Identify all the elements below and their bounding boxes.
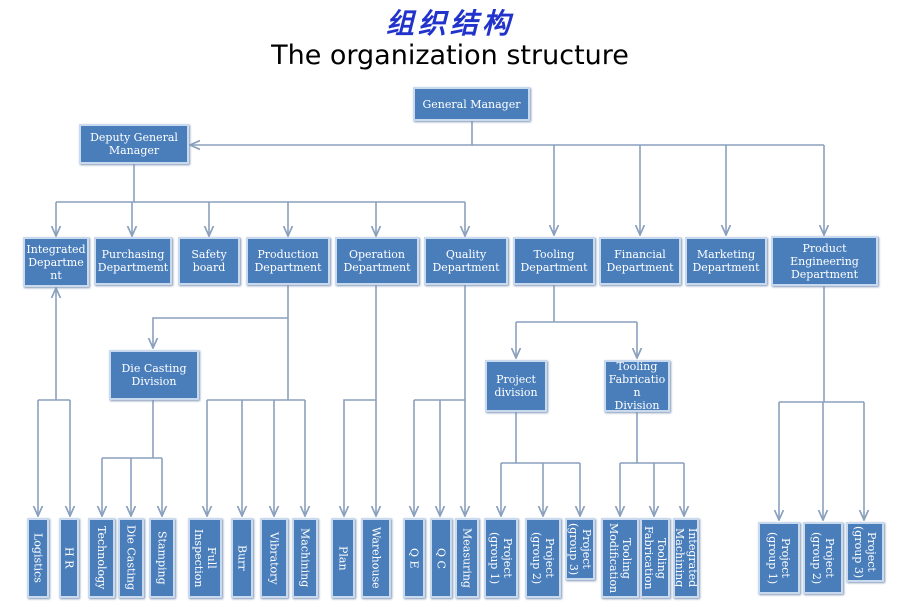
node-project-group-1: Project (group 1) bbox=[484, 518, 518, 598]
chinese-title: 组织结构 bbox=[385, 7, 514, 40]
node-tooling-department: Tooling Department bbox=[513, 237, 595, 285]
node-warehouse: Warehouse bbox=[361, 518, 391, 598]
node-logistics: Logistics bbox=[27, 518, 49, 598]
node-full-inspection: Full Inspection bbox=[188, 518, 222, 598]
node-marketing-department: Marketing Department bbox=[685, 237, 767, 285]
node-general-manager: General Manager bbox=[413, 87, 530, 121]
node-financial-department: Financial Department bbox=[599, 237, 681, 285]
node-plan: Plan bbox=[331, 518, 355, 598]
node-qc: Q C bbox=[430, 518, 452, 598]
node-vibratory: Vibratory bbox=[260, 518, 288, 598]
node-stamping: Stamping bbox=[149, 518, 175, 598]
node-tooling-fabrication: Tooling Fabrication bbox=[640, 518, 670, 598]
node-project-division: Project division bbox=[485, 360, 547, 412]
node-project-group-1-pe: Project (group 1) bbox=[758, 522, 800, 594]
node-technology: Technology bbox=[88, 518, 115, 598]
node-production-department: Production Department bbox=[246, 237, 330, 285]
node-deputy-general-manager: Deputy General Manager bbox=[79, 124, 189, 164]
node-project-group-2: Project (group 2) bbox=[525, 518, 561, 598]
node-tooling-fabrication-division: Tooling Fabricatio n Division bbox=[604, 360, 670, 412]
node-integrated-department: Integrated Departme nt bbox=[23, 237, 89, 287]
node-project-group-3: Project (group 3) bbox=[565, 518, 595, 580]
node-die-casting-division: Die Casting Division bbox=[109, 350, 199, 400]
node-project-group-2-pe: Project (group 2) bbox=[803, 522, 843, 594]
node-integrated-machining: Integrated Machining bbox=[673, 518, 699, 598]
english-title: The organization structure bbox=[271, 40, 629, 71]
node-product-engineering-department: Product Engineering Department bbox=[771, 236, 878, 286]
node-machining: Machining bbox=[292, 518, 318, 598]
node-project-group-3-pe: Project (group 3) bbox=[846, 522, 884, 582]
node-safety-board: Safety board bbox=[178, 237, 240, 285]
node-hr: H R bbox=[59, 518, 79, 598]
node-purchasing-department: Purchasing Departmemt bbox=[94, 237, 172, 285]
node-quality-department: Quality Department bbox=[424, 237, 508, 285]
node-die-casting: Die Casting bbox=[118, 518, 144, 598]
node-burr: Burr bbox=[231, 518, 253, 598]
node-qe: Q E bbox=[403, 518, 425, 598]
node-operation-department: Operation Department bbox=[335, 237, 419, 285]
node-measuring: Measuring bbox=[455, 518, 479, 598]
node-tooling-modification: Tooling Modification bbox=[601, 518, 639, 598]
